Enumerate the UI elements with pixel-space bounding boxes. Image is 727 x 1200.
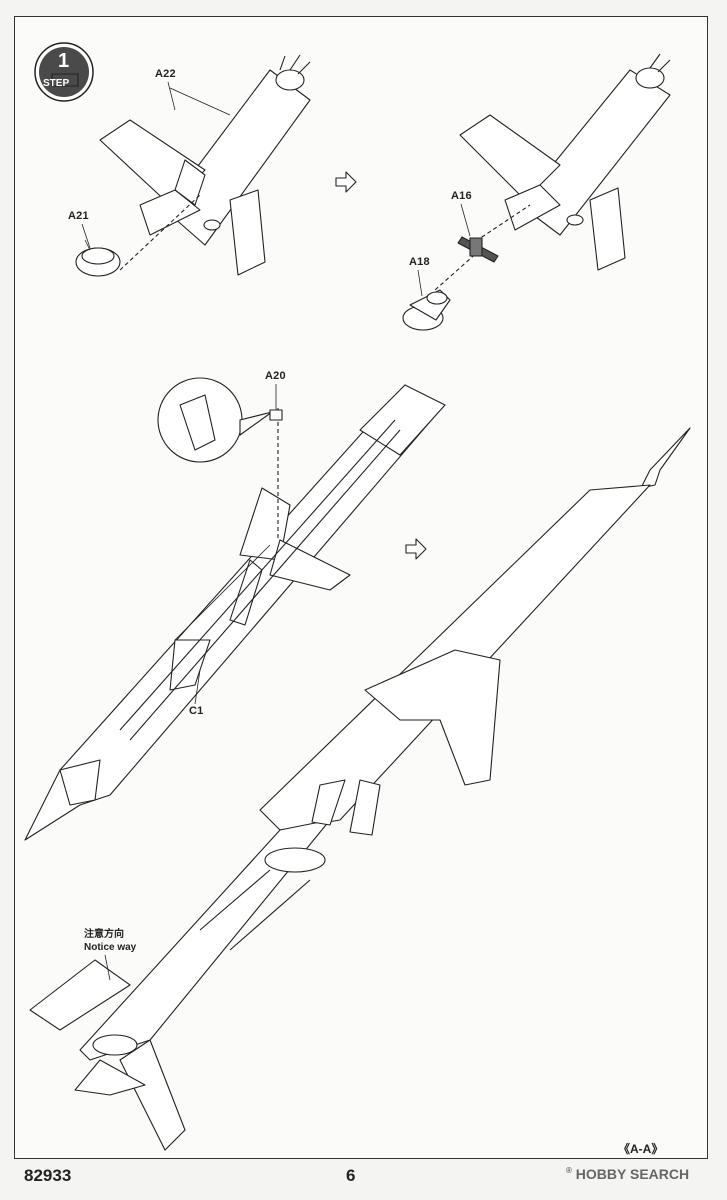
part-label-c1: C1 xyxy=(189,705,204,717)
part-label-a22: A22 xyxy=(155,68,176,80)
missile-assembled xyxy=(29,427,691,1151)
section-label: 《A-A》 xyxy=(618,1142,664,1156)
part-label-a21: A21 xyxy=(68,210,89,222)
part-a18-nozzle xyxy=(402,289,451,331)
product-code: 82933 xyxy=(24,1166,72,1185)
tail-assembly-right xyxy=(434,53,671,291)
part-a16-nozzle-frame xyxy=(457,236,499,263)
watermark: ® HOBBY SEARCH xyxy=(566,1166,689,1182)
part-label-a18: A18 xyxy=(409,256,430,268)
notice-direction-note: 注意方向 Notice way xyxy=(84,928,136,954)
step-arrow-2 xyxy=(405,538,427,560)
watermark-brand: HOBBY SEARCH xyxy=(575,1166,690,1182)
part-a21-cap xyxy=(75,239,121,277)
part-label-a20: A20 xyxy=(265,370,286,382)
step-number: 1 xyxy=(58,50,70,72)
detail-callout-a20 xyxy=(157,377,283,463)
step-badge-icon xyxy=(34,42,94,102)
page-number: 6 xyxy=(346,1166,356,1185)
tail-assembly-left xyxy=(99,54,311,276)
part-label-a16: A16 xyxy=(451,190,472,202)
notice-chinese: 注意方向 xyxy=(84,929,124,940)
step-label: STEP xyxy=(43,78,70,89)
watermark-registered: ® xyxy=(566,1166,572,1175)
missile-body-left xyxy=(24,384,446,841)
step-arrow-1 xyxy=(335,171,357,193)
notice-english: Notice way xyxy=(84,942,137,953)
